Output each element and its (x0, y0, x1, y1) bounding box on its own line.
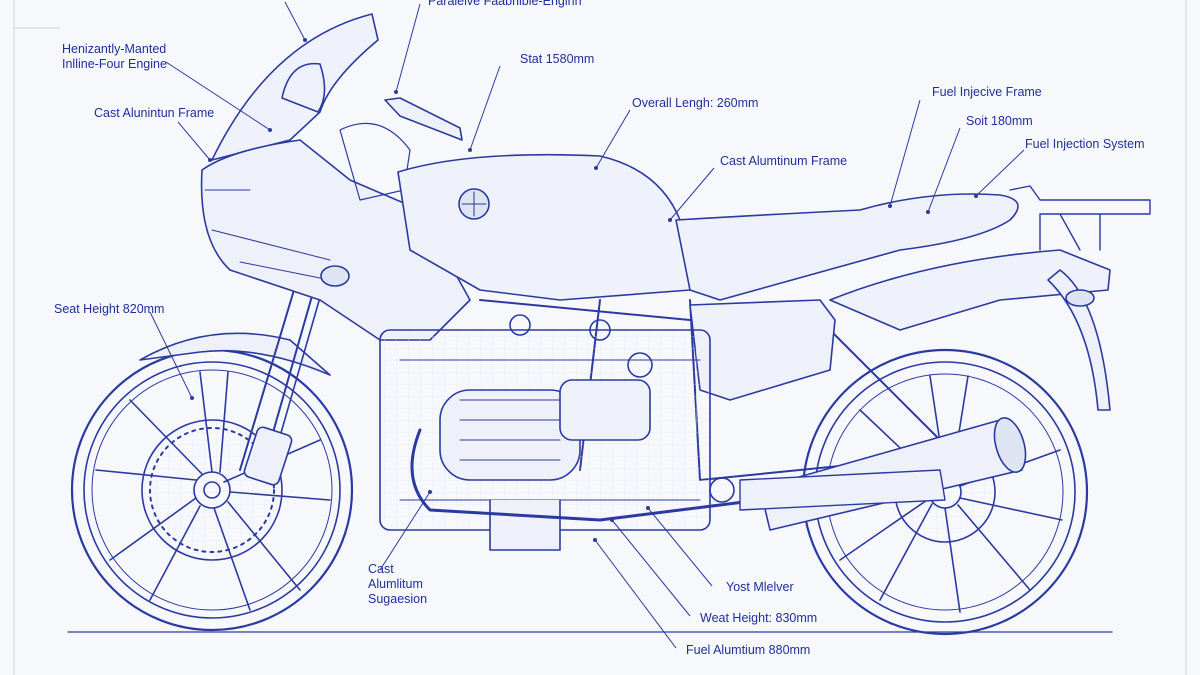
luggage-rack (1009, 185, 1151, 251)
label-soit: Soit 180mm (966, 114, 1033, 128)
label-fuel-injection-system: Fuel Injection System (1025, 137, 1145, 151)
label-frame-left: Cast Alunintun Frame (94, 106, 215, 120)
engine-block (379, 314, 735, 551)
label-yost-muffler: Yost Mlelver (726, 580, 794, 594)
label-engine: Henizantly-Manted Inlline-Four Engine (62, 42, 167, 72)
label-suspension-line2: Alumlitum (368, 577, 423, 591)
handlebar (384, 97, 463, 141)
front-fender (139, 332, 331, 376)
front-wheel (70, 348, 354, 632)
leader-lines (149, 1, 1025, 649)
motorcycle-outline (67, 13, 1151, 636)
mirror (281, 62, 326, 113)
label-seat-height: Seat Height 820mm (54, 302, 165, 316)
label-engine-line2: Inlline-Four Engine (62, 57, 167, 71)
label-suspension-line3: Sugaesion (368, 592, 428, 606)
leader-dots (190, 38, 978, 542)
label-fuel-injective: Fuel Injecive Frame (932, 85, 1042, 99)
seat (675, 193, 1019, 301)
fairing (200, 139, 471, 341)
label-fuel-alumtium: Fuel Alumtium 880mm (686, 643, 811, 657)
tail-light (1065, 289, 1095, 307)
label-weat-height: Weat Height: 830mm (700, 611, 818, 625)
label-suspension: Cast Alumlitum Sugaesion (368, 562, 427, 607)
front-fork (239, 269, 326, 486)
label-frame-center: Cast Alumtinum Frame (720, 154, 848, 168)
label-seat-top: Stat 1580mm (520, 52, 595, 66)
label-engine-line1: Henizantly-Manted (62, 42, 167, 56)
label-suspension-line1: Cast (368, 562, 394, 576)
label-top-partial: Paralelve Faabriible-Enginn (428, 0, 582, 8)
tail-section (829, 249, 1111, 331)
swingarm (739, 469, 946, 511)
label-overall-length: Overall Lengh: 260mm (632, 96, 759, 110)
turn-signal (320, 265, 350, 287)
